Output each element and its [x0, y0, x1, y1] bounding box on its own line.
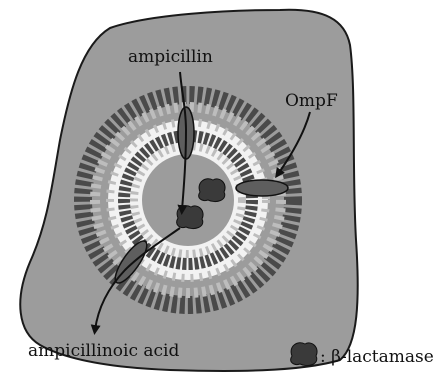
- ompf-label: OmpF: [285, 91, 338, 111]
- ampicillinoic-acid-label: ampicillinoic acid: [28, 341, 179, 361]
- ampicillin-label: ampicillin: [128, 47, 213, 67]
- beta-lactamase-legend-label: : β-lactamase: [320, 347, 434, 367]
- ompf-porin-right: [236, 180, 288, 196]
- beta-lactamase-legend-icon: [291, 343, 317, 366]
- beta-lactamase-periplasm: [199, 179, 225, 202]
- beta-lactamase-cytoplasm: [177, 206, 203, 229]
